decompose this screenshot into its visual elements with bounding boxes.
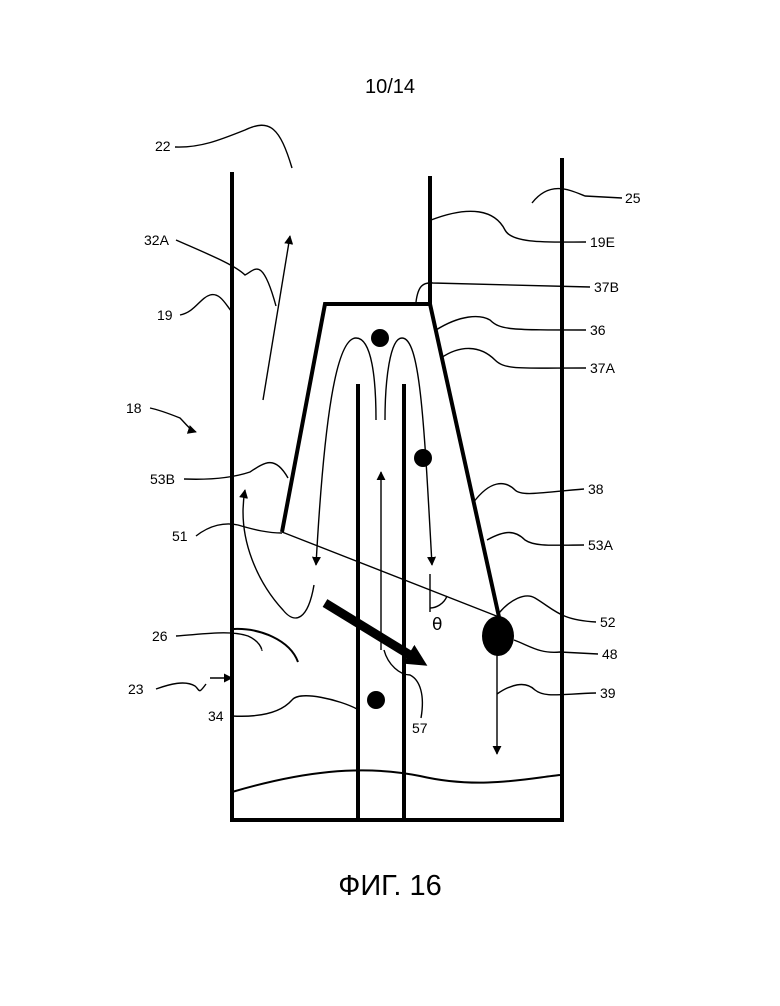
leader-25 xyxy=(532,189,622,203)
label-36: 36 xyxy=(590,322,606,338)
label-26: 26 xyxy=(152,628,168,644)
leader-38 xyxy=(473,484,584,503)
label-theta: θ xyxy=(432,615,442,635)
flow-arrow-left-loop xyxy=(316,338,376,565)
flow-arrow-up-left xyxy=(263,236,290,400)
label-23: 23 xyxy=(128,681,144,697)
baffle-26 xyxy=(234,629,298,662)
leader-52 xyxy=(499,596,596,622)
vessel-wall xyxy=(232,158,562,820)
label-19E: 19E xyxy=(590,234,615,250)
label-32A: 32A xyxy=(144,232,170,248)
label-38: 38 xyxy=(588,481,604,497)
leader-53A xyxy=(487,533,584,546)
figure-caption: ФИГ. 16 xyxy=(0,870,780,903)
leader-32A xyxy=(176,240,276,306)
label-48: 48 xyxy=(602,646,618,662)
leader-51 xyxy=(196,524,282,536)
particle-bottom xyxy=(367,691,385,709)
leader-19 xyxy=(180,295,232,315)
label-18: 18 xyxy=(126,400,142,416)
particle-top xyxy=(371,329,389,347)
label-51: 51 xyxy=(172,528,188,544)
label-53A: 53A xyxy=(588,537,614,553)
particle-mid xyxy=(414,449,432,467)
leader-34 xyxy=(232,696,357,716)
label-19: 19 xyxy=(157,307,173,323)
particle-large-48 xyxy=(482,616,514,656)
leader-22 xyxy=(175,125,292,168)
leader-37A xyxy=(441,348,586,368)
liquid-surface xyxy=(232,770,560,792)
leader-48 xyxy=(514,640,598,654)
deflector-hood xyxy=(282,304,499,617)
label-52: 52 xyxy=(600,614,616,630)
angle-arc xyxy=(430,596,447,608)
label-53B: 53B xyxy=(150,471,175,487)
label-39: 39 xyxy=(600,685,616,701)
leader-18-arrow xyxy=(150,408,196,432)
leader-53B xyxy=(184,463,288,480)
label-22: 22 xyxy=(155,138,171,154)
flow-arrow-recirculation xyxy=(243,490,314,618)
angle-reference-line xyxy=(282,532,499,617)
leader-23 xyxy=(156,683,206,691)
leader-39 xyxy=(497,684,596,694)
label-37B: 37B xyxy=(594,279,619,295)
label-37A: 37A xyxy=(590,360,616,376)
label-57: 57 xyxy=(412,720,428,736)
label-34: 34 xyxy=(208,708,224,724)
label-25: 25 xyxy=(625,190,641,206)
leader-26 xyxy=(176,633,262,650)
